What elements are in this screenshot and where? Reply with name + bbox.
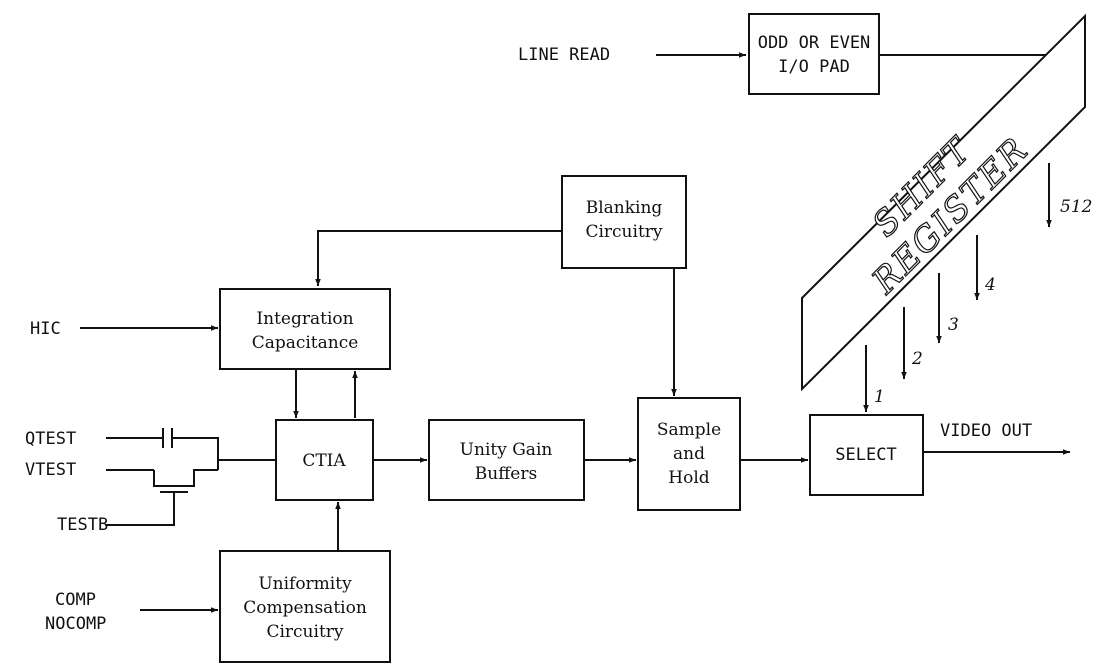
vtest-label: VTEST [25, 460, 76, 480]
integration-label-line1: Integration [256, 309, 353, 329]
sample-hold-label-line3: Hold [668, 468, 709, 488]
nocomp-label: NOCOMP [45, 614, 106, 634]
odd-even-io-pad-block [748, 13, 880, 95]
integration-label-line2: Capacitance [252, 333, 359, 353]
integration-capacitance-block [219, 288, 391, 370]
sample-hold-label-line1: Sample [657, 420, 721, 440]
tap-4-label: 4 [984, 275, 996, 295]
line-read-label: LINE READ [518, 45, 610, 65]
transistor-channel [153, 469, 218, 487]
shift-register-text: SHIFT REGISTER [863, 129, 1037, 303]
unity-gain-buffers-block [428, 419, 585, 501]
tap-512-label: 512 [1060, 197, 1092, 217]
blanking-circuitry-block [561, 175, 687, 269]
uniformity-compensation-block [219, 550, 391, 663]
testb-wire [105, 492, 175, 526]
blanking-label-line2: Circuitry [585, 222, 662, 242]
video-out-label: VIDEO OUT [940, 421, 1032, 441]
testb-label: TESTB [57, 515, 108, 535]
capacitor-wire [173, 437, 219, 460]
sample-and-hold-block [637, 397, 741, 511]
sample-hold-label-line2: and [673, 444, 705, 464]
select-label: SELECT [835, 445, 896, 465]
select-block [809, 414, 924, 496]
odd-even-label-line2: I/O PAD [778, 57, 850, 77]
uniformity-label-line3: Circuitry [266, 622, 343, 642]
ctia-block [275, 419, 374, 501]
comp-label: COMP [55, 590, 96, 610]
qtest-label: QTEST [25, 429, 76, 449]
unity-gain-label-line1: Unity Gain [460, 440, 553, 460]
tap-1-label: 1 [874, 387, 885, 407]
odd-even-label-line1: ODD OR EVEN [758, 33, 871, 53]
hic-label: HIC [30, 319, 61, 339]
tap-2-label: 2 [911, 349, 923, 369]
blanking-label-line1: Blanking [586, 198, 663, 218]
shift-register-block [801, 13, 1086, 392]
uniformity-label-line2: Compensation [243, 598, 367, 618]
ctia-label: CTIA [302, 451, 346, 471]
uniformity-label-line1: Uniformity [258, 574, 352, 594]
unity-gain-label-line2: Buffers [475, 464, 537, 484]
tap-3-label: 3 [948, 315, 959, 335]
blanking-to-integration-arrow [315, 230, 562, 286]
